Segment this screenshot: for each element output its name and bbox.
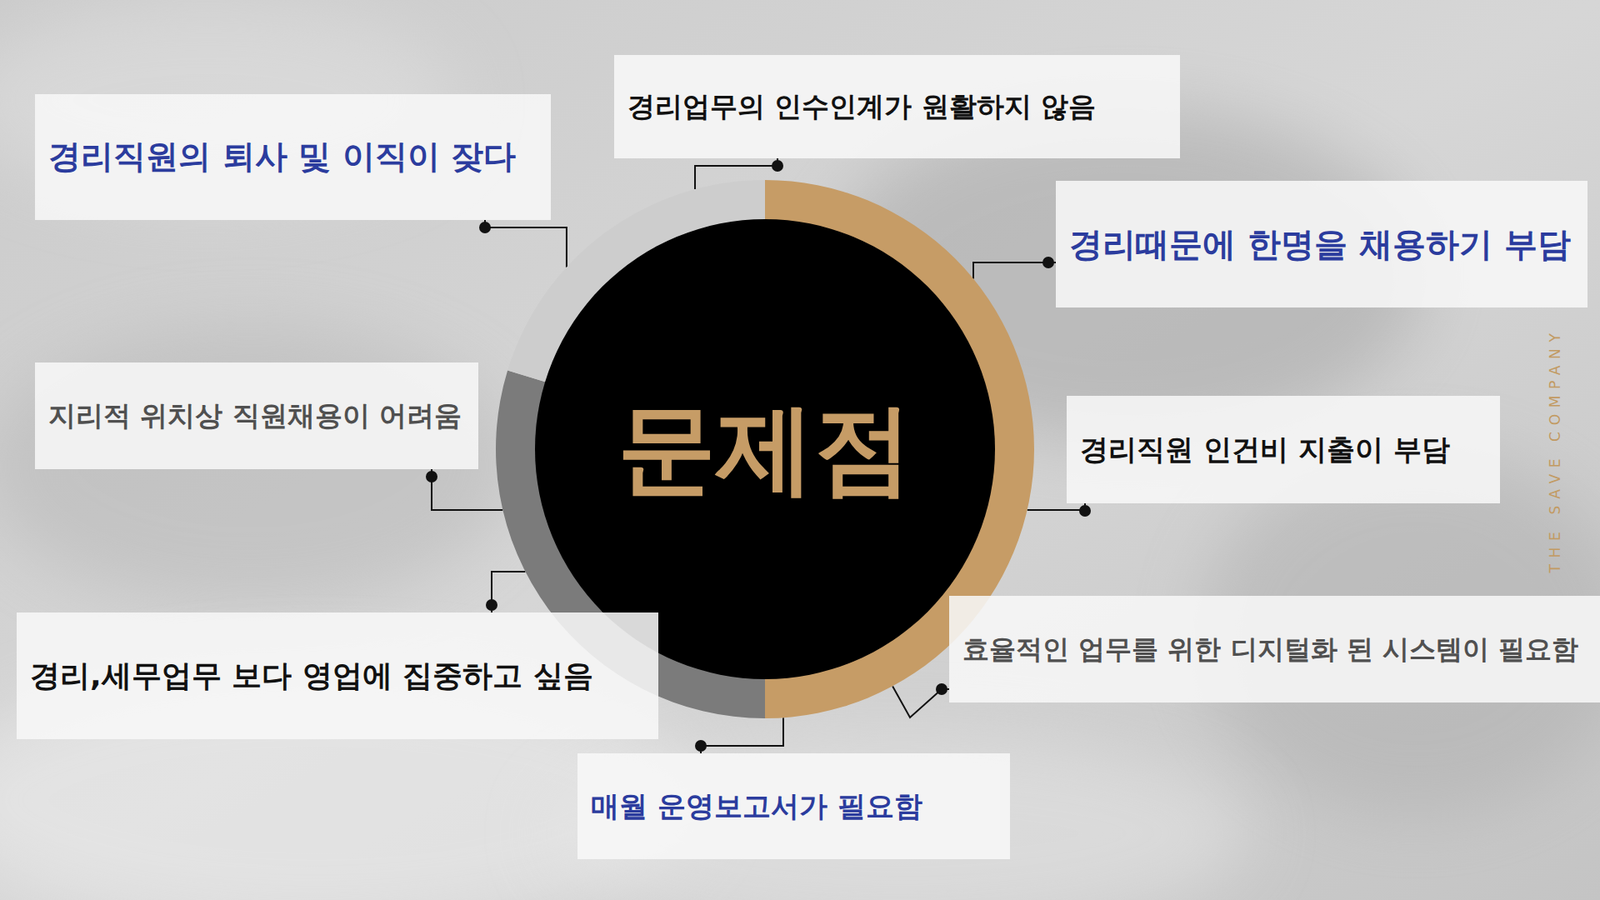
leader-line: [485, 220, 567, 268]
leader-dot: [935, 683, 948, 695]
problem-box: 효율적인 업무를 위한 디지털화 된 시스템이 필요함: [949, 595, 1600, 703]
leader-dot: [485, 599, 498, 611]
watermark-text: THE SAVE COMPANY: [1546, 327, 1564, 574]
callout-text: 경리때문에 한명을 채용하기 부담: [1069, 224, 1571, 265]
callout-text: 지리적 위치상 직원채용이 어려움: [48, 399, 462, 433]
leader-dot: [425, 470, 438, 483]
leader-dot: [771, 160, 784, 172]
leader-dot: [695, 740, 707, 752]
background-paper: [550, 733, 1250, 900]
callout-text: 경리직원의 퇴사 및 이직이 잦다: [48, 137, 516, 177]
callout-text: 경리직원 인건비 지출이 부담: [1080, 432, 1450, 467]
callout-text: 효율적인 업무를 위한 디지털화 된 시스템이 필요함: [962, 633, 1579, 666]
problem-box: 경리직원의 퇴사 및 이직이 잦다: [35, 94, 551, 220]
problem-box: 경리때문에 한명을 채용하기 부담: [1055, 180, 1588, 308]
leader-dot: [479, 221, 491, 234]
problem-box: 경리직원 인건비 지출이 부담: [1066, 395, 1500, 504]
leader-line: [431, 469, 503, 510]
hub-disc: [535, 219, 995, 680]
problem-box: 매월 운영보고서가 필요함: [577, 753, 1010, 860]
problem-box: 지리적 위치상 직원채용이 어려움: [35, 362, 479, 470]
leader-dot: [1079, 505, 1091, 517]
callout-text: 경리업무의 인수인계가 원활하지 않음: [627, 90, 1096, 124]
callout-text: 경리,세무업무 보다 영업에 집중하고 싶음: [30, 657, 594, 694]
background-shadow: [0, 325, 517, 609]
problem-box: 경리업무의 인수인계가 원활하지 않음: [614, 55, 1180, 159]
leader-dot: [1042, 256, 1055, 269]
problem-box: 경리,세무업무 보다 영업에 집중하고 싶음: [16, 612, 659, 740]
leader-line: [1027, 503, 1085, 511]
leader-line: [700, 717, 784, 754]
hub-title: 문제점: [617, 390, 913, 509]
callout-text: 매월 운영보고서가 필요함: [590, 789, 923, 824]
